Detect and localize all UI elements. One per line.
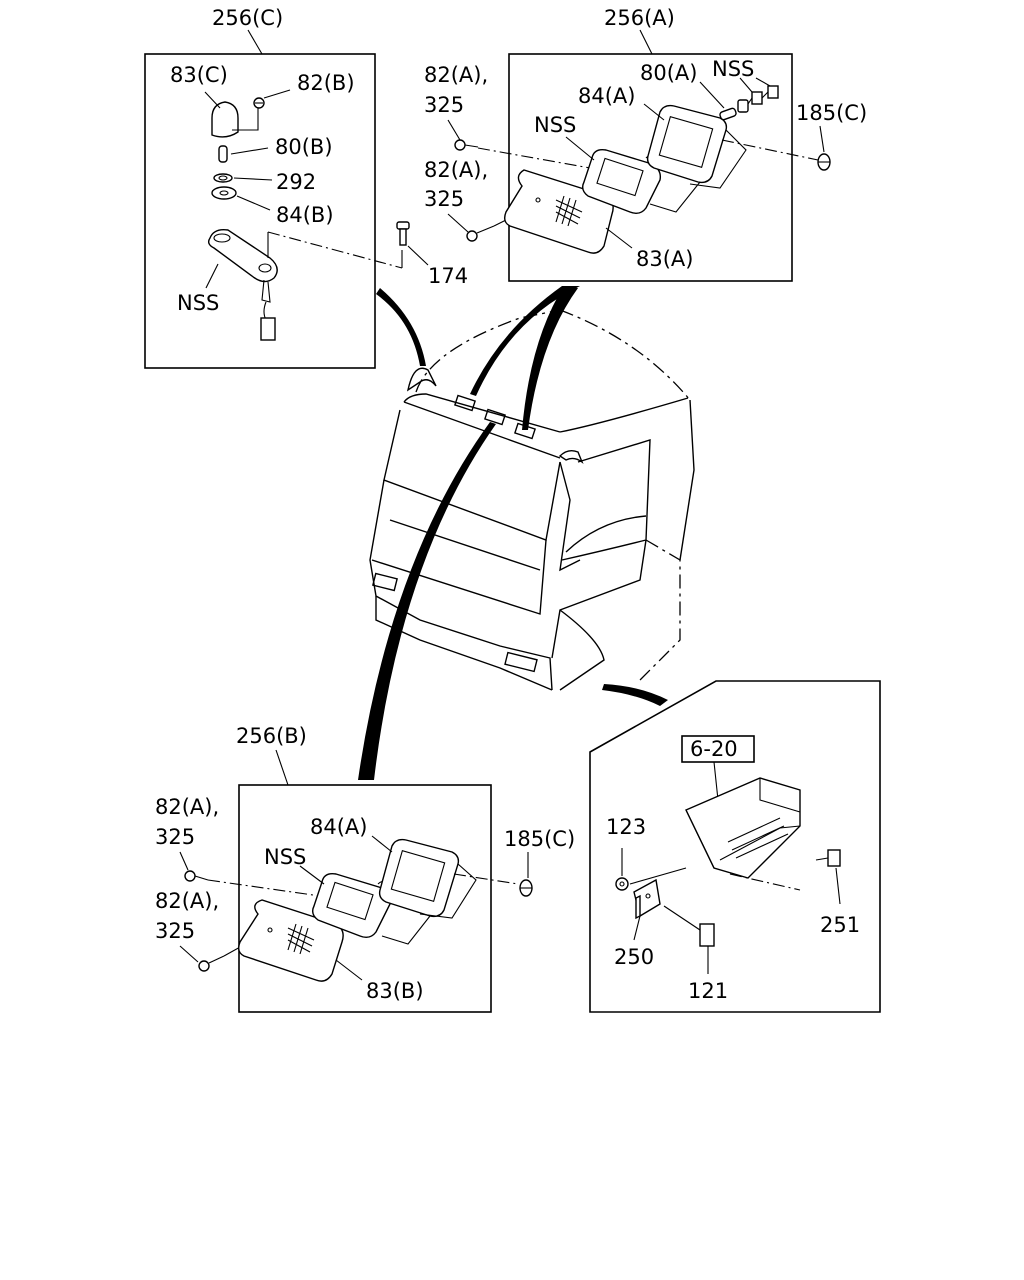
label-82b: 82(B) bbox=[297, 71, 355, 95]
pointer-to-256a-1 bbox=[470, 286, 580, 396]
label-84b: 84(B) bbox=[276, 203, 334, 227]
label-82a-3: 82(A), bbox=[155, 795, 219, 819]
label-nss-a2: NSS bbox=[534, 113, 576, 137]
part-lamp-arm-housing bbox=[205, 228, 403, 341]
label-251: 251 bbox=[820, 913, 860, 937]
part-83c-dome-lens bbox=[204, 91, 259, 138]
group-256a-frame bbox=[508, 53, 793, 282]
part-nss-socket-a bbox=[737, 77, 779, 113]
group-256b-frame bbox=[238, 784, 492, 1013]
group-256a: 256(A) 82(A), 325 82(A), 325 bbox=[424, 6, 867, 282]
part-screw-a1 bbox=[454, 139, 479, 151]
label-84a-2: 84(A) bbox=[310, 815, 367, 839]
label-123: 123 bbox=[606, 815, 646, 839]
label-83b: 83(B) bbox=[366, 979, 424, 1003]
ref-6-20: 6-20 bbox=[690, 737, 738, 761]
pointer-to-6-20 bbox=[602, 684, 668, 706]
label-80a: 80(A) bbox=[640, 61, 697, 85]
part-250-bracket bbox=[629, 867, 687, 941]
group-256c-title: 256(C) bbox=[212, 6, 283, 30]
part-185c-clip-a bbox=[817, 153, 831, 171]
part-292-washer bbox=[213, 173, 273, 183]
label-325-2: 325 bbox=[424, 187, 464, 211]
group-256a-title: 256(A) bbox=[604, 6, 675, 30]
label-83c: 83(C) bbox=[170, 63, 228, 87]
pointer-to-256b bbox=[358, 422, 496, 780]
ref-box-6-20 bbox=[681, 735, 755, 763]
group-256c-frame bbox=[144, 53, 376, 369]
pointer-to-256a-2 bbox=[522, 286, 578, 430]
group-256b: 256(B) 82(A), 325 82(A), 325 bbox=[155, 724, 575, 1013]
pointer-to-256c bbox=[376, 288, 426, 366]
label-325-1: 325 bbox=[424, 93, 464, 117]
part-84a-gasket bbox=[646, 104, 747, 213]
part-screw-a2 bbox=[466, 225, 495, 242]
label-185c-a: 185(C) bbox=[796, 101, 867, 125]
label-nss-b: NSS bbox=[264, 845, 306, 869]
label-121: 121 bbox=[688, 979, 728, 1003]
group-6-20-frame bbox=[589, 680, 881, 1013]
label-80b: 80(B) bbox=[275, 135, 333, 159]
part-83b-lens bbox=[237, 899, 344, 982]
part-step-tray bbox=[685, 777, 801, 891]
truck-cab bbox=[369, 309, 695, 691]
label-292: 292 bbox=[276, 170, 316, 194]
pointer-arrows bbox=[358, 286, 668, 780]
part-123-nut bbox=[615, 848, 629, 891]
part-185c-clip-b bbox=[519, 879, 533, 897]
label-nss-c: NSS bbox=[177, 291, 219, 315]
part-121-bolt bbox=[663, 905, 715, 974]
part-80a-bulb bbox=[699, 81, 737, 121]
label-250: 250 bbox=[614, 945, 654, 969]
label-82a-1: 82(A), bbox=[424, 63, 488, 87]
part-lamp-housing-a bbox=[581, 148, 662, 215]
part-174-bolt bbox=[396, 221, 429, 266]
part-84b-gasket bbox=[211, 186, 271, 211]
label-325-4: 325 bbox=[155, 919, 195, 943]
label-84a-1: 84(A) bbox=[578, 84, 635, 108]
part-82b-screw bbox=[253, 89, 291, 109]
part-80b-bulb bbox=[218, 145, 269, 163]
label-82a-2: 82(A), bbox=[424, 158, 488, 182]
part-251-bolt bbox=[815, 849, 841, 905]
group-256c: 256(C) 83(C) 82(B) 80(B) 292 bbox=[144, 6, 468, 369]
part-screw-b2 bbox=[198, 955, 225, 972]
label-325-3: 325 bbox=[155, 825, 195, 849]
label-174: 174 bbox=[428, 264, 468, 288]
label-83a: 83(A) bbox=[636, 247, 693, 271]
label-82a-4: 82(A), bbox=[155, 889, 219, 913]
label-185c-b: 185(C) bbox=[504, 827, 575, 851]
part-screw-b1 bbox=[184, 870, 209, 882]
group-6-20: 6-20 123 250 bbox=[589, 680, 881, 1013]
label-nss-a1: NSS bbox=[712, 57, 754, 81]
part-84a-gasket-b bbox=[378, 838, 477, 945]
group-256b-title: 256(B) bbox=[236, 724, 307, 748]
